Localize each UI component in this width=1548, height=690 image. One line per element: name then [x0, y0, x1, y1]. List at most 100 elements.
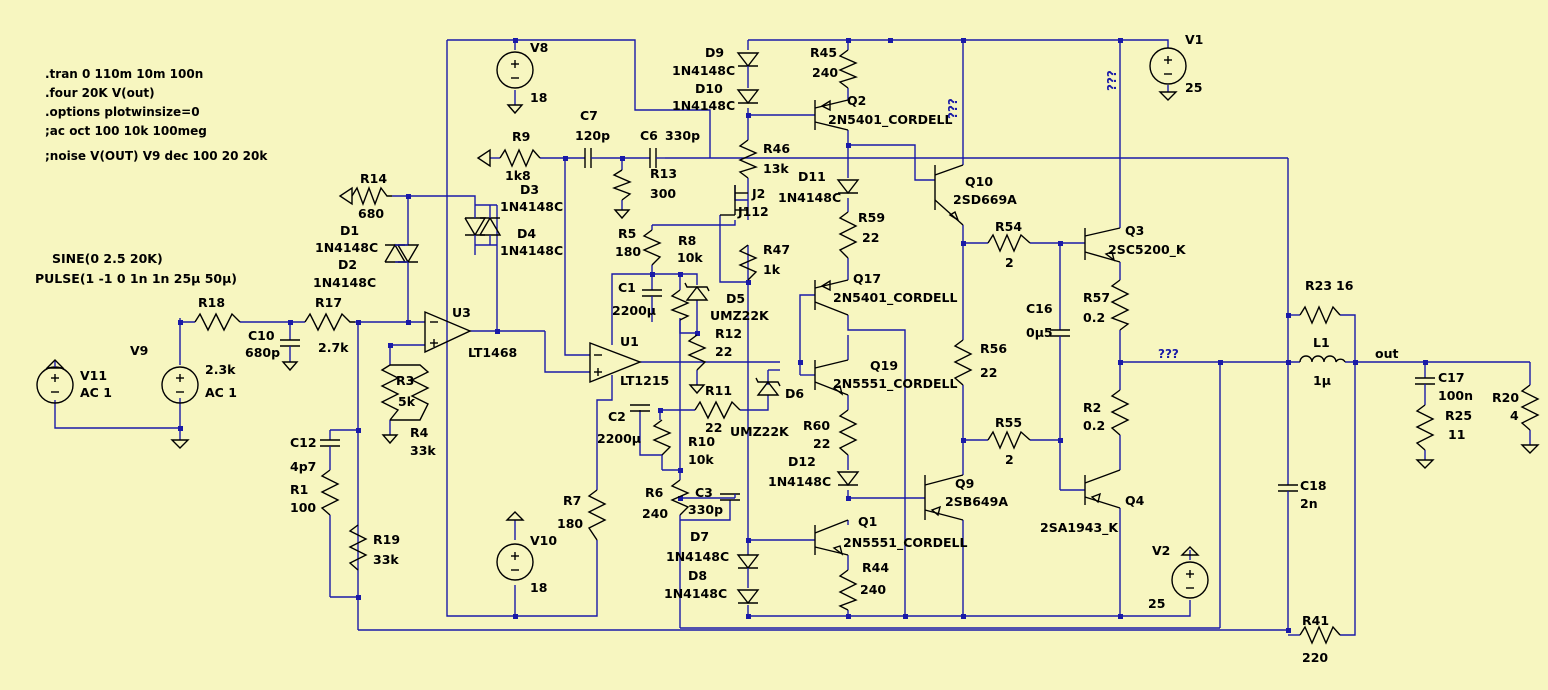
resistor-r57 — [1110, 279, 1130, 331]
voltage-source-v8 — [496, 51, 534, 89]
source-labels: SINE(0 2.5 20K) PULSE(1 -1 0 1n 1n 25μ 5… — [35, 32, 1203, 611]
r45-value: 240 — [812, 65, 838, 80]
r2-value: 0.2 — [1083, 418, 1105, 433]
q2-value: 2N5401_CORDELL — [828, 112, 953, 128]
r44-name: R44 — [862, 560, 889, 575]
voltage-source-v9 — [161, 366, 199, 404]
transistor-q2 — [814, 99, 849, 131]
resistor-r41 — [1299, 625, 1341, 645]
c2-value: 2200μ — [597, 431, 641, 446]
transistor-q4 — [1084, 469, 1121, 509]
r9-name: R9 — [512, 129, 530, 144]
resistor-r17 — [304, 312, 355, 332]
c17-value: 100n — [1438, 388, 1473, 403]
resistor-r3 — [380, 364, 400, 421]
u3-name: U3 — [452, 305, 471, 320]
net-label-unknown: ??? — [1105, 70, 1119, 91]
l1-name: L1 — [1313, 335, 1330, 350]
transistor-q10 — [934, 164, 964, 226]
d7-name: D7 — [690, 529, 709, 544]
l1-value: 1μ — [1313, 373, 1331, 388]
diode-d9 — [736, 52, 760, 88]
r47-value: 1k — [763, 262, 781, 277]
r12-value: 22 — [715, 344, 732, 359]
r41-name: R41 — [1302, 613, 1329, 628]
j2-value: J112 — [737, 204, 769, 219]
q1-name: Q1 — [858, 514, 877, 529]
r4-name: R4 — [410, 425, 429, 440]
q19-name: Q19 — [870, 358, 898, 373]
r8-value: 10k — [677, 250, 703, 265]
resistor-r2 — [1110, 389, 1130, 436]
r7-value: 180 — [557, 516, 583, 531]
diode-d1-d2 — [384, 243, 420, 280]
q4-value: 2SA1943_K — [1040, 520, 1119, 536]
d10-name: D10 — [695, 81, 723, 96]
resistor-r60 — [838, 409, 858, 456]
capacitor-c16 — [1050, 329, 1070, 345]
r55-value: 2 — [1005, 452, 1014, 467]
directive-line: .four 20K V(out) — [45, 86, 155, 100]
capacitor-c2 — [630, 404, 650, 412]
r46-value: 13k — [763, 161, 789, 176]
r19-name: R19 — [373, 532, 400, 547]
d12-name: D12 — [788, 454, 816, 469]
r45-name: R45 — [810, 45, 837, 60]
wires — [54, 39, 1531, 636]
diode-d8 — [736, 589, 760, 605]
resistor-r8 — [670, 289, 690, 321]
directive-line: .options plotwinsize=0 — [45, 105, 200, 119]
q2-name: Q2 — [847, 93, 866, 108]
resistor-r59 — [838, 211, 858, 259]
r1-name: R1 — [290, 482, 308, 497]
r54-name: R54 — [995, 219, 1022, 234]
resistor-r1 — [320, 469, 340, 516]
v10-name: V10 — [530, 533, 557, 548]
diode-d7 — [736, 554, 760, 588]
resistor-r9 — [499, 148, 541, 168]
q9-value: 2SB649A — [945, 494, 1008, 509]
d8-value: 1N4148C — [664, 586, 727, 601]
q3-value: 2SC5200_K — [1108, 242, 1187, 258]
resistor-r10 — [652, 419, 672, 456]
r18-value: 2.3k — [205, 362, 236, 377]
d6-value: UMZ22K — [730, 424, 790, 439]
transistor-q1 — [814, 519, 849, 556]
r10-name: R10 — [688, 434, 715, 449]
r25-value: 11 — [1448, 427, 1465, 442]
capacitor-c17 — [1415, 377, 1435, 388]
q3-name: Q3 — [1125, 223, 1144, 238]
v8-name: V8 — [530, 40, 548, 55]
r20-name: R20 — [1492, 390, 1519, 405]
r11-value: 22 — [705, 420, 722, 435]
junctions — [178, 38, 1428, 633]
r46-name: R46 — [763, 141, 790, 156]
resistor-r14 — [351, 186, 392, 206]
r47-name: R47 — [763, 242, 790, 257]
d10-value: 1N4148C — [672, 98, 735, 113]
resistor-r12 — [687, 334, 707, 371]
r13-name: R13 — [650, 166, 677, 181]
d3-name: D3 — [520, 182, 539, 197]
r57-name: R57 — [1083, 290, 1110, 305]
q10-name: Q10 — [965, 174, 993, 189]
component-symbols — [36, 47, 1540, 645]
q19-value: 2N5551_CORDELL — [833, 376, 958, 392]
r11-name: R11 — [705, 383, 732, 398]
c3-name: C3 — [695, 485, 713, 500]
d11-value: 1N4148C — [778, 190, 841, 205]
transistor-q3 — [1084, 227, 1121, 263]
d1-name: D1 — [340, 223, 359, 238]
j2-name: J2 — [751, 186, 765, 201]
voltage-source-v10 — [496, 511, 534, 581]
c1-value: 2200μ — [612, 303, 656, 318]
d4-value: 1N4148C — [500, 243, 563, 258]
r14-name: R14 — [360, 171, 387, 186]
diode-d11 — [836, 179, 860, 195]
d8-name: D8 — [688, 568, 707, 583]
r59-value: 22 — [862, 230, 879, 245]
c12-name: C12 — [290, 435, 317, 450]
diode-d12 — [836, 471, 860, 487]
